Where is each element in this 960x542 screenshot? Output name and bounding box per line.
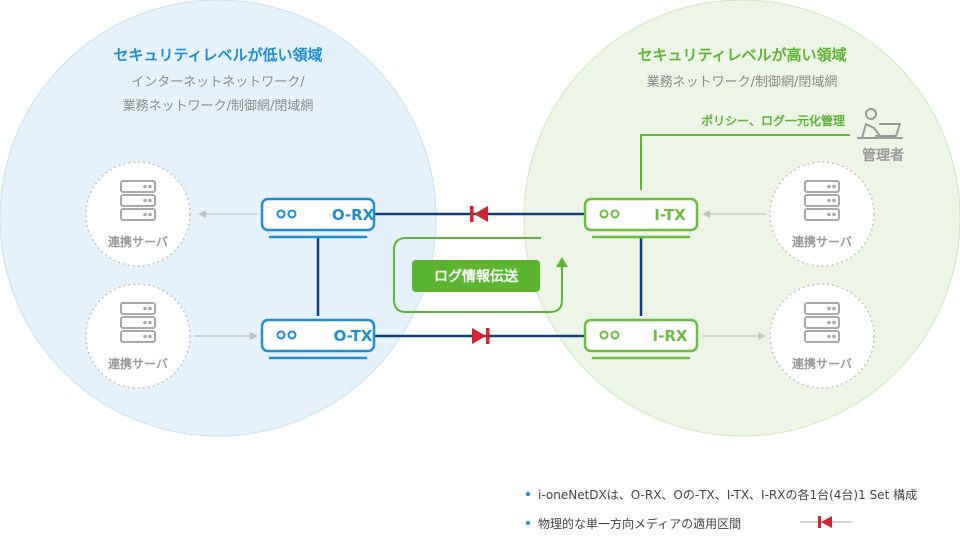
notes: i-oneNetDXは、O-RX、Oの-TX、I-TX、I-RXの各1台(4台)… bbox=[526, 487, 917, 531]
arrowhead-server-to-otx bbox=[250, 332, 258, 340]
device-itx: I-TX bbox=[583, 197, 699, 239]
server-high-top: 連携サーバ bbox=[769, 161, 875, 267]
arrowhead-irx-to-server bbox=[758, 332, 766, 340]
admin-icon bbox=[857, 108, 903, 139]
server-low-top: 連携サーバ bbox=[85, 161, 191, 267]
low-zone-subtitle-line2: 業務ネットワーク/制御網/閉域網 bbox=[123, 98, 314, 114]
device-irx-label: I-RX bbox=[653, 327, 688, 345]
server-arrows bbox=[194, 210, 766, 340]
device-itx-label: I-TX bbox=[654, 206, 686, 224]
policy-connector-line bbox=[640, 134, 850, 190]
note-bullet bbox=[526, 492, 530, 496]
server-icon bbox=[120, 302, 156, 343]
server-low-bottom: 連携サーバ bbox=[85, 283, 191, 389]
server-low-bottom-label: 連携サーバ bbox=[108, 356, 168, 371]
arrowhead-orx-to-server bbox=[198, 210, 206, 218]
log-transfer-label: ログ情報伝送 bbox=[434, 268, 519, 285]
note-config: i-oneNetDXは、O-RX、Oの-TX、I-TX、I-RXの各1台(4台)… bbox=[538, 487, 917, 502]
device-otx-label: O-TX bbox=[334, 327, 373, 345]
device-orx: O-RX bbox=[260, 197, 376, 239]
note-diode-legend-icon bbox=[800, 516, 852, 528]
device-otx: O-TX bbox=[260, 318, 376, 360]
admin-label: 管理者 bbox=[862, 147, 904, 164]
log-transfer-box bbox=[412, 260, 540, 292]
diode-right-icon bbox=[472, 328, 490, 344]
server-icon bbox=[120, 180, 156, 221]
note-unidirectional: 物理的な単一方向メディアの適用区間 bbox=[538, 516, 741, 531]
diode-left-icon bbox=[470, 206, 488, 222]
high-zone-subtitle-line1: 業務ネットワーク/制御網/閉域網 bbox=[647, 74, 838, 90]
server-icon bbox=[804, 302, 840, 343]
server-high-bottom-label: 連携サーバ bbox=[792, 356, 852, 371]
policy-label: ポリシー、ログ一元化管理 bbox=[701, 113, 845, 128]
server-icon bbox=[804, 180, 840, 221]
device-orx-label: O-RX bbox=[332, 206, 375, 224]
high-zone-title: セキュリティレベルが高い領域 bbox=[637, 46, 846, 64]
note-bullet bbox=[526, 521, 530, 525]
server-low-top-label: 連携サーバ bbox=[108, 234, 168, 249]
arrowhead-server-to-itx bbox=[702, 210, 710, 218]
log-transfer-loop bbox=[393, 237, 563, 313]
server-high-bottom: 連携サーバ bbox=[769, 283, 875, 389]
low-zone-subtitle-line1: インターネットネットワーク/ bbox=[131, 75, 305, 90]
low-zone-title: セキュリティレベルが低い領域 bbox=[113, 46, 322, 64]
server-high-top-label: 連携サーバ bbox=[792, 234, 852, 249]
log-transfer-arrowhead bbox=[556, 257, 568, 267]
device-irx: I-RX bbox=[583, 318, 699, 360]
